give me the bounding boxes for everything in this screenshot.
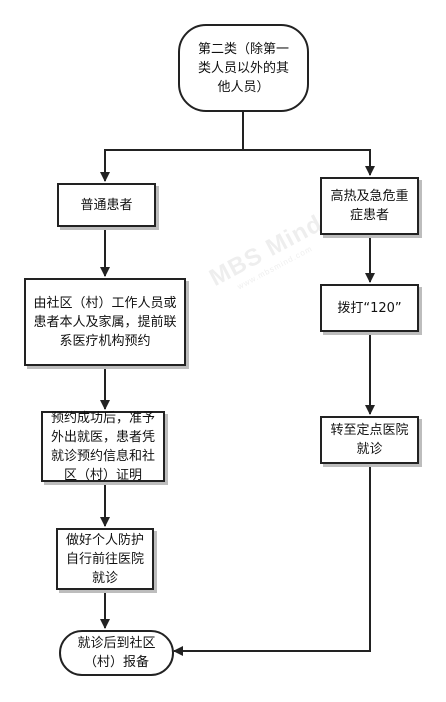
split-connector: [100, 112, 244, 182]
appointment-success-node: 预约成功后，准予外出就医，患者凭就诊预约信息和社区（村）证明: [41, 410, 165, 483]
start-node-label: 第二类（除第一类人员以外的其他人员）: [197, 41, 289, 95]
start-node: 第二类（除第一类人员以外的其他人员）: [178, 24, 309, 112]
call-120-label: 拨打“120”: [337, 300, 402, 316]
appointment-node: 由社区（村）工作人员或患者本人及家属，提前联系医疗机构预约: [24, 278, 186, 366]
appointment-success-label: 预约成功后，准予外出就医，患者凭就诊预约信息和社区（村）证明: [50, 410, 155, 483]
report-label: 就诊后到社区（村）报备: [77, 636, 156, 670]
fever-critical-node: 高热及急危重症患者: [320, 177, 419, 235]
report-node: 就诊后到社区（村）报备: [59, 630, 174, 676]
self-travel-label: 做好个人防护自行前往医院就诊: [65, 532, 144, 586]
self-travel-node: 做好个人防护自行前往医院就诊: [56, 528, 154, 590]
general-patient-node: 普通患者: [57, 183, 156, 227]
transfer-hospital-label: 转至定点医院就诊: [330, 423, 409, 457]
split-connector-right: [243, 149, 375, 176]
general-patient-label: 普通患者: [80, 197, 133, 213]
fever-critical-label: 高热及急危重症患者: [330, 189, 409, 223]
transfer-hospital-node: 转至定点医院就诊: [320, 416, 419, 464]
appointment-label: 由社区（村）工作人员或患者本人及家属，提前联系医疗机构预约: [33, 295, 177, 349]
call-120-node: 拨打“120”: [320, 284, 419, 332]
transfer-to-report-arrow: [173, 464, 371, 656]
